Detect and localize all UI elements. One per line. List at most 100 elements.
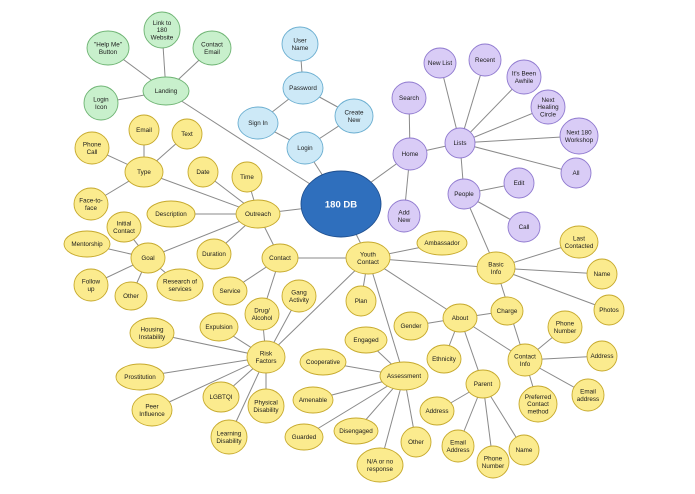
- node-user-name-shape: [281, 26, 319, 62]
- node-service: Service: [212, 276, 248, 306]
- node-drug-alcohol: Drug/Alcohol: [244, 297, 280, 331]
- node-help-me: "Help Me"Button: [86, 30, 130, 66]
- node-email-address-parent-shape: [441, 429, 475, 463]
- node-housing-shape: [129, 317, 175, 349]
- node-description: Description: [146, 200, 196, 228]
- node-expulsion: Expulsion: [199, 312, 239, 342]
- node-sign-in-label: Sign In: [248, 120, 268, 127]
- node-photos-label: Photos: [599, 307, 619, 314]
- edge-basic-info-photos: [495, 267, 610, 311]
- node-service-label: Service: [220, 288, 241, 295]
- node-basic-info-shape: [476, 251, 516, 285]
- node-outreach: Outreach: [235, 199, 281, 229]
- node-duration: Duration: [196, 238, 232, 270]
- node-time: Time: [231, 161, 263, 193]
- node-type-shape: [124, 156, 164, 188]
- node-about-label: About: [452, 315, 469, 322]
- node-amenable: Amenable: [292, 386, 334, 414]
- node-home: Home: [392, 137, 428, 171]
- node-home-label: Home: [402, 151, 419, 158]
- node-photos: Photos: [593, 294, 625, 326]
- node-charge: Charge: [490, 296, 524, 326]
- node-all: All: [560, 157, 592, 189]
- node-name-parent: Name: [508, 434, 540, 466]
- node-type: Type: [124, 156, 164, 188]
- node-search: Search: [391, 81, 427, 115]
- node-prostitution-shape: [115, 363, 165, 391]
- edge-lists-next-workshop: [459, 135, 580, 144]
- node-gang-activity-shape: [281, 279, 317, 313]
- node-address-contact-label: Address: [590, 353, 613, 360]
- node-duration-shape: [196, 238, 232, 270]
- node-all-label: All: [573, 170, 580, 177]
- node-plan-shape: [345, 285, 377, 317]
- node-edit: Edit: [503, 167, 535, 199]
- node-contact-label: Contact: [269, 255, 291, 262]
- node-address-contact: Address: [586, 340, 618, 372]
- node-plan-label: Plan: [355, 298, 368, 305]
- node-ethnicity-shape: [426, 344, 462, 374]
- node-engaged-label: Engaged: [353, 337, 379, 344]
- node-search-label: Search: [399, 95, 419, 102]
- node-name-basic-label: Name: [594, 271, 611, 278]
- node-duration-label: Duration: [202, 251, 226, 258]
- node-call-shape: [507, 211, 541, 243]
- node-description-shape: [146, 200, 196, 228]
- node-expulsion-shape: [199, 312, 239, 342]
- node-sign-in: Sign In: [237, 106, 279, 140]
- node-risk-factors-shape: [246, 340, 286, 374]
- node-charge-shape: [490, 296, 524, 326]
- node-call-label: Call: [519, 224, 530, 231]
- node-time-shape: [231, 161, 263, 193]
- node-disengaged-shape: [333, 417, 379, 445]
- node-address-parent-shape: [419, 396, 455, 426]
- node-address-contact-shape: [586, 340, 618, 372]
- node-parent-label: Parent: [474, 381, 493, 388]
- node-hub: 180 DB: [300, 170, 382, 238]
- node-goal: Goal: [130, 242, 166, 274]
- node-lgbtqi-label: LGBTQI: [209, 394, 232, 401]
- node-service-shape: [212, 276, 248, 306]
- node-people-shape: [447, 178, 481, 210]
- node-other-goal-shape: [114, 281, 148, 311]
- node-ambassador-shape: [416, 230, 468, 256]
- node-gender: Gender: [393, 311, 429, 341]
- node-been-awhile-shape: [506, 59, 542, 95]
- node-address-parent: Address: [419, 396, 455, 426]
- node-disengaged-label: Disengaged: [339, 428, 373, 435]
- node-other-assess-label: Other: [408, 439, 424, 446]
- node-outreach-shape: [235, 199, 281, 229]
- node-email-shape: [128, 114, 160, 146]
- node-next-workshop-shape: [559, 117, 599, 155]
- node-cooperative-shape: [299, 348, 347, 376]
- node-gender-label: Gender: [400, 323, 421, 330]
- node-name-parent-label: Name: [516, 447, 533, 454]
- node-guarded: Guarded: [284, 423, 324, 451]
- node-type-label: Type: [137, 169, 151, 176]
- node-follow-up-shape: [73, 268, 109, 302]
- node-photos-shape: [593, 294, 625, 326]
- node-search-shape: [391, 81, 427, 115]
- node-lgbtqi-shape: [202, 381, 240, 413]
- node-text-label: Text: [181, 131, 193, 138]
- node-people: People: [447, 178, 481, 210]
